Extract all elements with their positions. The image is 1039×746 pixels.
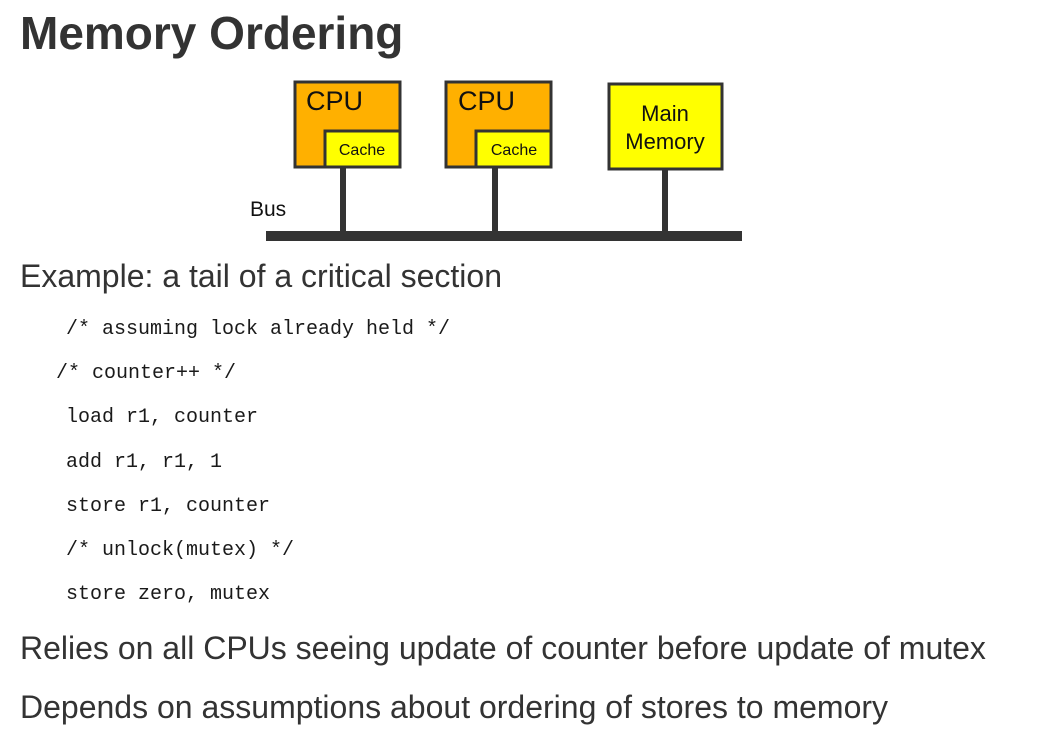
code-line: store r1, counter [66, 495, 271, 518]
memory-bus-diagram: Bus CPU Cache CPU Cache Main Memory [250, 80, 742, 241]
code-line: /* unlock(mutex) */ [66, 539, 295, 562]
code-line: load r1, counter [66, 406, 259, 429]
cpu-label-2: CPU [458, 86, 515, 116]
memory-label-line2: Memory [625, 129, 704, 154]
cache-box-1 [323, 129, 402, 169]
bullet-text-1: Relies on all CPUs seeing update of coun… [20, 630, 986, 666]
code-line: /* assuming lock already held */ [66, 318, 451, 341]
bullet-text-2: Depends on assumptions about ordering of… [20, 689, 889, 725]
main-memory-block: Main Memory [607, 82, 724, 171]
cpu-block-1: CPU Cache [293, 80, 402, 169]
cache-label-1: Cache [339, 142, 385, 159]
code-line: /* counter++ */ [56, 362, 237, 385]
cpu-block-2: CPU Cache [444, 80, 553, 169]
cache-box-2 [474, 129, 553, 169]
example-heading: Example: a tail of a critical section [20, 258, 502, 294]
slide-title: Memory Ordering [20, 7, 404, 59]
bus-label: Bus [250, 198, 286, 221]
cache-label-2: Cache [491, 142, 537, 159]
cpu-label-1: CPU [306, 86, 363, 116]
code-line: store zero, mutex [66, 583, 271, 606]
memory-label-line1: Main [641, 101, 689, 126]
bus-line [266, 231, 742, 241]
code-line: add r1, r1, 1 [66, 451, 223, 474]
